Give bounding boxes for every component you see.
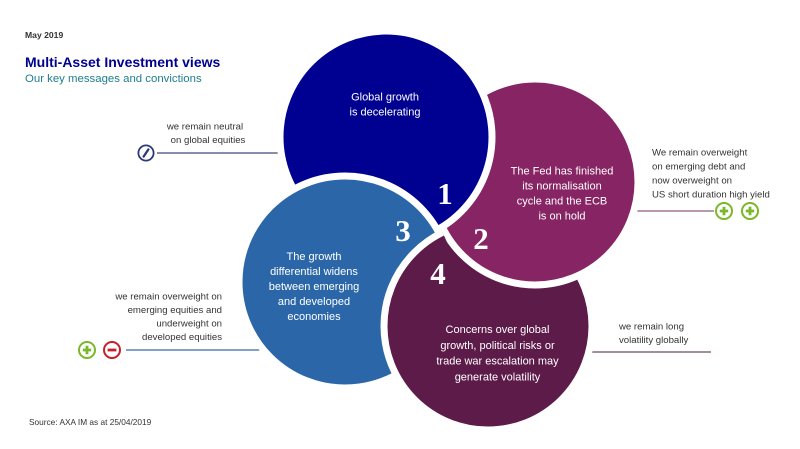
plus-icon-cross <box>719 206 729 216</box>
message-number-3: 3 <box>395 213 411 248</box>
conviction-2-line: We remain overweight <box>652 148 748 159</box>
conviction-4-text: we remain long volatility globally <box>618 322 689 347</box>
plus-icon-cross <box>82 345 92 355</box>
conviction-4-line: volatility globally <box>619 335 689 346</box>
message-3-line: and developed <box>278 296 350 308</box>
conviction-1-line: on global equities <box>171 135 246 146</box>
neutral-icon-slash <box>142 148 150 158</box>
conviction-2-text: We remain overweight on emerging debt an… <box>652 148 770 201</box>
conviction-3-line: underweight on <box>156 319 222 330</box>
message-3-line: The growth <box>286 251 341 263</box>
plus-icon <box>715 202 733 220</box>
message-2-line: The Fed has finished <box>511 166 614 178</box>
message-1-text: Global growth is decelerating <box>350 92 421 119</box>
conviction-3-line: developed equities <box>142 332 222 343</box>
conviction-3-text: we remain overweight on emerging equitie… <box>114 292 222 344</box>
conviction-3-line: we remain overweight on <box>114 292 222 303</box>
message-3-line: economies <box>287 311 341 323</box>
conviction-1-line: we remain neutral <box>166 122 243 133</box>
message-number-2: 2 <box>473 221 489 256</box>
conviction-2-line: on emerging debt and <box>652 162 745 173</box>
message-number-4: 4 <box>430 256 446 291</box>
message-3-text: The growth differential widens between e… <box>269 251 360 323</box>
conviction-2-line: now overweight on <box>652 176 732 187</box>
plus-icon <box>78 341 96 359</box>
conviction-1-text: we remain neutral on global equities <box>166 122 246 147</box>
message-3-line: between emerging <box>269 281 360 293</box>
neutral-icon <box>137 144 155 162</box>
source-note: Source: AXA IM as at 25/04/2019 <box>29 417 152 427</box>
conviction-2-line: US short duration high yield <box>652 190 770 201</box>
conviction-4-line: we remain long <box>618 322 684 333</box>
page-subtitle: Our key messages and convictions <box>25 73 202 85</box>
message-2-text: The Fed has finished its normalisation c… <box>511 166 614 223</box>
message-4-line: trade war escalation may <box>436 356 559 368</box>
conviction-3-line: emerging equities and <box>128 305 222 316</box>
message-1-line: is decelerating <box>350 107 421 119</box>
page-title: Multi-Asset Investment views <box>25 54 220 70</box>
message-2-line: is on hold <box>538 211 585 223</box>
minus-icon <box>103 341 121 359</box>
message-2-line: its normalisation <box>522 181 601 193</box>
message-4-line: growth, political risks or <box>440 340 555 352</box>
plus-icon <box>741 202 759 220</box>
message-3-line: differential widens <box>270 266 358 278</box>
message-4-line: generate volatility <box>455 372 541 384</box>
message-number-1: 1 <box>437 176 453 211</box>
message-1-line: Global growth <box>351 92 419 104</box>
date-label: May 2019 <box>25 30 63 40</box>
message-4-line: Concerns over global <box>446 324 550 336</box>
plus-icon-cross <box>745 206 755 216</box>
message-2-line: cycle and the ECB <box>517 196 608 208</box>
message-4-text: Concerns over global growth, political r… <box>436 324 559 384</box>
message-circle-4-overlap <box>380 229 456 434</box>
